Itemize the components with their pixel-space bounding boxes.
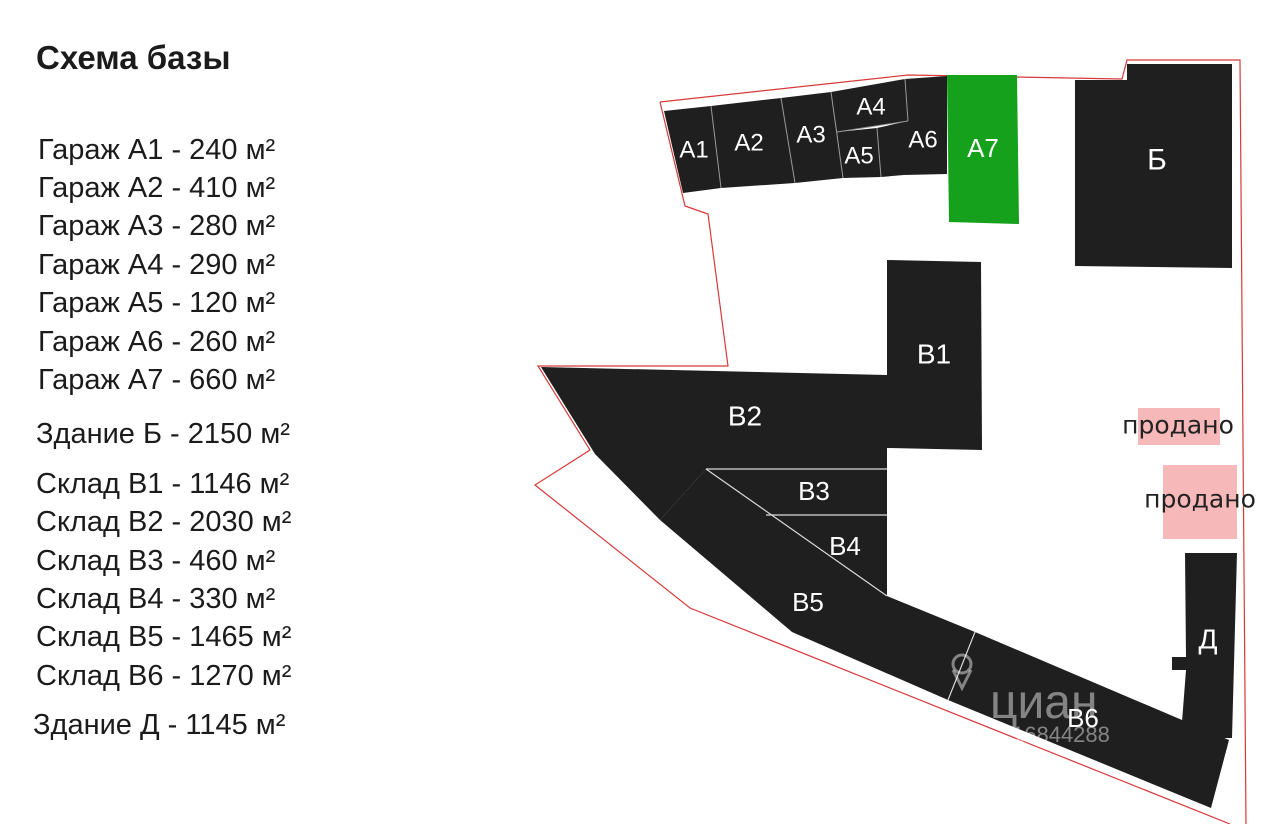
garage-a5[interactable] [837, 128, 881, 178]
garage-a4[interactable] [831, 79, 908, 132]
label-v2: В2 [728, 401, 762, 432]
garage-a7[interactable] [947, 75, 1019, 224]
sold-label-lower: продано [1144, 485, 1256, 514]
legend-item-a5: Гараж А5 - 120 м² [38, 287, 276, 319]
garage-dividers [710, 78, 909, 189]
location-pin-icon [951, 653, 973, 692]
label-a3: А3 [796, 122, 825, 149]
legend-item-v2: Склад В2 - 2030 м² [36, 506, 292, 538]
warehouse-v5[interactable] [660, 469, 975, 700]
legend-item-a4: Гараж А4 - 290 м² [38, 249, 276, 281]
watermark-brand: циан [990, 676, 1098, 729]
sold-label-upper: продано [1122, 411, 1234, 440]
legend-item-v3: Склад В3 - 460 м² [36, 545, 276, 577]
sold-plot-upper [1138, 408, 1220, 445]
label-v5: В5 [792, 587, 824, 617]
legend-item-v4: Склад В4 - 330 м² [36, 583, 276, 615]
garage-a3[interactable] [781, 92, 843, 183]
sold-plot-lower [1163, 465, 1237, 539]
watermark: циан 16844288 [951, 653, 1110, 747]
warehouse-dividers [705, 468, 976, 701]
building-d[interactable] [1172, 553, 1237, 738]
label-a5: А5 [844, 143, 873, 170]
site-boundary [659, 59, 1247, 824]
legend-item-v6: Склад В6 - 1270 м² [36, 660, 292, 692]
label-a4: А4 [856, 94, 885, 121]
legend-item-v5: Склад В5 - 1465 м² [36, 621, 292, 653]
label-a1: А1 [679, 137, 708, 164]
garage-a6[interactable] [904, 76, 947, 175]
label-a6: А6 [908, 127, 937, 154]
legend-item-a6: Гараж А6 - 260 м² [38, 326, 276, 358]
building-b[interactable] [1075, 64, 1232, 268]
label-v6: В6 [1067, 703, 1099, 733]
label-v4: В4 [829, 531, 861, 561]
legend-item-a7: Гараж А7 - 660 м² [38, 364, 276, 396]
label-v1: В1 [917, 339, 951, 370]
site-boundary-west [533, 101, 1231, 824]
legend-item-a2: Гараж А2 - 410 м² [38, 172, 276, 204]
garage-a5-side [877, 121, 908, 177]
garage-a2[interactable] [711, 98, 795, 188]
legend-item-a3: Гараж А3 - 280 м² [38, 210, 276, 242]
label-a7: А7 [967, 133, 999, 163]
legend-item-b: Здание Б - 2150 м² [36, 418, 290, 450]
label-a2: А2 [734, 130, 763, 157]
label-d: Д [1199, 624, 1218, 655]
legend-item-d: Здание Д - 1145 м² [33, 709, 286, 741]
page-title: Схема базы [36, 39, 231, 76]
label-v3: В3 [798, 476, 830, 506]
label-b: Б [1147, 144, 1167, 177]
warehouse-v2[interactable] [541, 367, 887, 520]
warehouse-v1[interactable] [887, 260, 982, 450]
garage-a1[interactable] [664, 106, 721, 193]
watermark-number: 16844288 [1012, 722, 1110, 747]
legend-item-a1: Гараж А1 - 240 м² [38, 134, 276, 166]
warehouse-v6[interactable] [948, 632, 1229, 808]
legend-item-v1: Склад В1 - 1146 м² [36, 468, 290, 500]
